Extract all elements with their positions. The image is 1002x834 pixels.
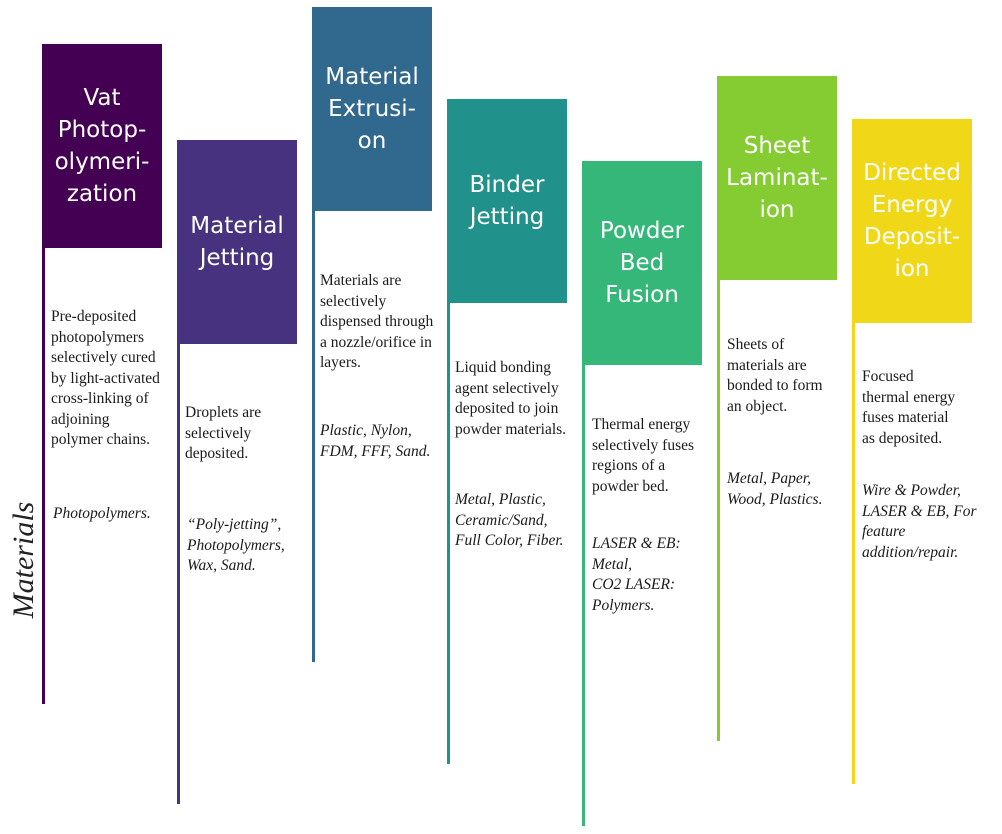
flag-title-box: Sheet Laminat- ion: [717, 76, 837, 280]
flag-title: Binder Jetting: [469, 172, 545, 230]
flag-pole: [852, 119, 855, 784]
flag-description: Focused thermal energy fuses material as…: [862, 368, 956, 447]
flag-pole: [312, 7, 315, 662]
flag-pole: [582, 161, 585, 826]
flag-title: Material Extrusi- on: [325, 64, 419, 154]
flag-materials: Metal, Paper, Wood, Plastics.: [727, 470, 823, 508]
flag-description: Pre-deposited photopolymers selectively …: [51, 308, 160, 448]
flag-description: Droplets are selectively deposited.: [185, 404, 262, 462]
flag-title: Vat Photop- olymeri- zation: [54, 85, 150, 207]
materials-axis-text: Materials: [7, 501, 40, 619]
flag-description: Sheets of materials are bonded to form a…: [727, 336, 823, 415]
flag-title-box: Binder Jetting: [447, 99, 567, 303]
flag-materials: “Poly-jetting”, Photopolymers, Wax, Sand…: [187, 516, 285, 574]
flag-title-box: Directed Energy Deposit- ion: [852, 119, 972, 323]
flag-materials: LASER & EB: Metal, CO2 LASER: Polymers.: [592, 535, 681, 614]
flag-description: Liquid bonding agent selectively deposit…: [455, 359, 567, 438]
flag-materials: Plastic, Nylon, FDM, FFF, Sand.: [320, 422, 431, 460]
flag-pole: [447, 99, 450, 764]
flag-title-box: Material Jetting: [177, 140, 297, 344]
flag-description: Thermal energy selectively fuses regions…: [592, 416, 695, 495]
flag-pole: [177, 140, 180, 804]
flag-title: Material Jetting: [190, 213, 284, 271]
flag-materials: Metal, Plastic, Ceramic/Sand, Full Color…: [455, 491, 564, 549]
flag-title: Sheet Laminat- ion: [726, 133, 828, 223]
flag-pole: [42, 44, 45, 704]
flag-description: Materials are selectively dispensed thro…: [320, 272, 434, 371]
flag-title-box: Vat Photop- olymeri- zation: [42, 44, 162, 248]
flag-title-box: Powder Bed Fusion: [582, 161, 702, 365]
flag-materials: Wire & Powder, LASER & EB, For feature a…: [862, 482, 977, 561]
flag-pole: [717, 76, 720, 741]
flag-title: Directed Energy Deposit- ion: [863, 160, 961, 282]
flag-title: Powder Bed Fusion: [599, 218, 685, 308]
flag-materials: Photopolymers.: [53, 505, 151, 522]
flag-title-box: Material Extrusi- on: [312, 7, 432, 211]
